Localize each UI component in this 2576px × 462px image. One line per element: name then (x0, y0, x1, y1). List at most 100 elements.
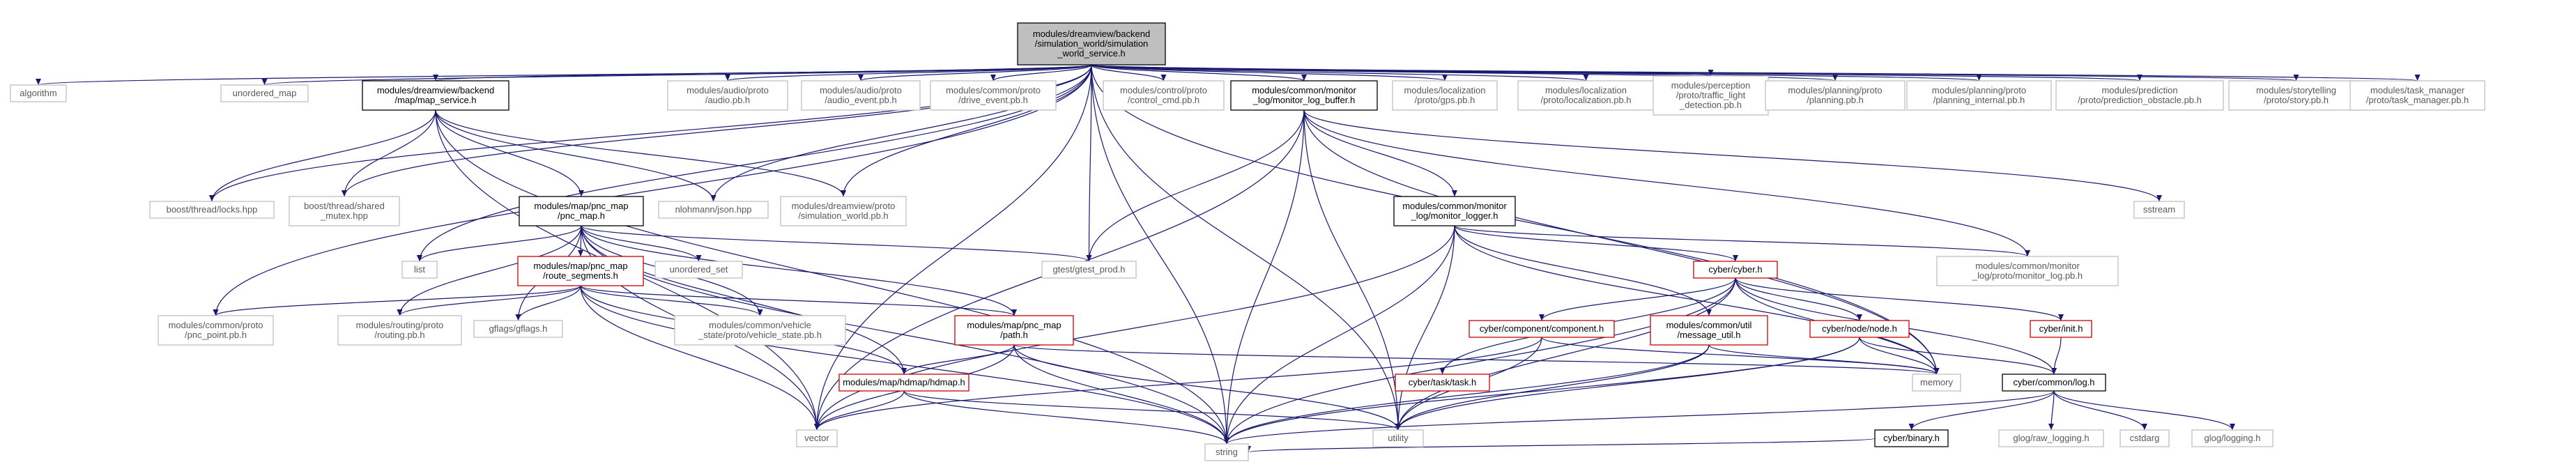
edge-n34-to-n44 (1013, 344, 1399, 431)
node-modules-prediction-proto-prediction-obstacle-pb-h: modules/prediction/proto/prediction_obst… (2055, 80, 2224, 111)
node-gtest-gtest-prod-h: gtest/gtest_prod.h (1041, 261, 1137, 279)
node-box (667, 80, 788, 111)
edge-n0-to-n19 (712, 64, 1092, 202)
node-label: boost/thread/shared (304, 201, 385, 211)
edge-n36-to-n44 (1397, 344, 1710, 431)
node-box (149, 201, 275, 219)
edge-n28-to-n31 (399, 285, 581, 316)
node-label: /message_util.h (1677, 330, 1740, 340)
node-glog-logging-h: glog/logging.h (2191, 429, 2274, 447)
edge-arrowhead (1224, 438, 1229, 444)
node-box (10, 84, 67, 102)
node-label: /simulation_world.pb.h (798, 210, 888, 221)
node-label: /pnc_point.pb.h (185, 330, 247, 340)
edge-arrowhead (342, 190, 347, 197)
edge-n22-to-n31 (399, 225, 582, 316)
node-label: string (1216, 447, 1238, 457)
edge-n29-to-n44 (1397, 277, 1736, 431)
edge-n3-to-n18 (344, 109, 436, 197)
edge-arrowhead (36, 79, 41, 85)
node-modules-map-pnc-map-path-h[interactable]: modules/map/pnc_map/path.h (954, 315, 1074, 346)
node-cyber-binary-h[interactable]: cyber/binary.h (1874, 429, 1949, 447)
node-label: /map/map_service.h (394, 95, 476, 105)
edge-n0-to-n10 (1091, 64, 1587, 82)
edge-arrowhead (696, 255, 702, 261)
edge-arrowhead (1908, 424, 1915, 430)
edge-arrowhead (578, 190, 584, 197)
node-label: /proto/traffic_light (1676, 90, 1746, 100)
edge-n36-to-n41 (1708, 344, 1938, 375)
node-box (674, 315, 846, 346)
node-gflags-gflags-h: gflags/gflags.h (473, 320, 563, 338)
node-box (1372, 429, 1424, 447)
edge-n40-to-n44 (903, 390, 1399, 431)
node-cyber-init-h[interactable]: cyber/init.h (2030, 320, 2092, 338)
node-box (1874, 429, 1949, 447)
edge-arrowhead (2156, 195, 2162, 201)
edge-n0-to-n44 (1091, 64, 1399, 431)
edge-arrowhead (2025, 250, 2030, 256)
node-modules-common-monitor-log-monitor-log-buffer-h[interactable]: modules/common/monitor_log/monitor_log_b… (1230, 80, 1378, 111)
edge-arrowhead (1976, 75, 1982, 81)
node-modules-planning-proto-planning-pb-h: modules/planning/proto/planning.pb.h (1765, 80, 1906, 111)
node-box (801, 80, 921, 111)
node-box (1650, 315, 1768, 346)
node-box (1469, 320, 1615, 338)
edge-arrowhead (209, 195, 215, 201)
node-label: utility (1388, 433, 1409, 443)
node-modules-common-util-message-util-h[interactable]: modules/common/util/message_util.h (1650, 315, 1768, 346)
node-modules-dreamview-backend-simulation-world-simulation-world-service-h[interactable]: modules/dreamview/backend/simulation_wor… (1017, 22, 1166, 66)
node-box (2030, 320, 2092, 338)
edge-n37-to-n41 (1859, 337, 1938, 375)
edge-arrowhead (901, 368, 907, 374)
edge-arrowhead (2142, 424, 2147, 430)
node-box (654, 261, 743, 279)
node-cyber-task-task-h[interactable]: cyber/task/task.h (1395, 374, 1490, 392)
edge-n22-to-n26 (581, 225, 1090, 262)
node-box (796, 429, 838, 447)
edge-arrowhead (1301, 75, 1307, 81)
edge-n36-to-n49 (1226, 344, 1710, 445)
node-label: cyber/task/task.h (1409, 377, 1477, 387)
node-modules-common-proto-pnc-point-pb-h: modules/common/proto/pnc_point.pb.h (158, 315, 274, 346)
edge-n42-to-n45 (1910, 390, 2055, 431)
node-label: _world_service.h (1057, 48, 1126, 59)
node-label: _log/monitor_log_buffer.h (1252, 95, 1355, 105)
node-box (362, 80, 509, 111)
node-box (1906, 80, 2052, 111)
edge-n22-to-n40 (581, 225, 905, 375)
edge-n37-to-n49 (1226, 337, 1860, 445)
edge-arrowhead (433, 75, 438, 81)
node-cyber-common-log-h[interactable]: cyber/common/log.h (2002, 374, 2106, 392)
node-glog-raw-logging-h: glog/raw_logging.h (1998, 429, 2104, 447)
node-label: modules/map/hdmap/hdmap.h (843, 377, 965, 387)
node-label: modules/common/proto (946, 85, 1041, 95)
node-label: /route_segments.h (543, 270, 618, 281)
node-modules-map-pnc-map-route-segments-h[interactable]: modules/map/pnc_map/route_segments.h (517, 256, 644, 286)
node-modules-map-pnc-map-pnc-map-h[interactable]: modules/map/pnc_map/pnc_map.h (519, 196, 644, 226)
node-label: modules/perception (1671, 80, 1750, 91)
node-label: modules/map/pnc_map (533, 261, 627, 271)
node-label: modules/audio/proto (687, 85, 769, 95)
edge-n34-to-n49 (1013, 344, 1227, 445)
node-modules-common-monitor-log-monitor-logger-h[interactable]: modules/common/monitor_log/monitor_logge… (1393, 196, 1516, 226)
node-label: unordered_map (233, 88, 297, 98)
header-nodes: modules/dreamview/backend/simulation_wor… (10, 22, 2485, 461)
node-label: modules/common/monitor (1975, 261, 2080, 271)
edge-n0-to-n16 (1091, 64, 2418, 82)
node-modules-map-hdmap-hdmap-h[interactable]: modules/map/hdmap/hdmap.h (838, 374, 969, 392)
edge-arrowhead (578, 250, 583, 256)
node-cyber-cyber-h[interactable]: cyber/cyber.h (1693, 261, 1778, 279)
edge-n28-to-n34 (580, 285, 1015, 316)
edge-n45-to-n49 (1248, 438, 1876, 453)
node-label: glog/raw_logging.h (2013, 433, 2089, 443)
node-cyber-node-node-h[interactable]: cyber/node/node.h (1809, 320, 1910, 338)
edge-arrowhead (1160, 75, 1167, 81)
node-label: cyber/node/node.h (1822, 323, 1897, 334)
node-modules-dreamview-backend-map-map-service-h[interactable]: modules/dreamview/backend/map/map_servic… (362, 80, 509, 111)
node-label: /drive_event.pb.h (958, 95, 1028, 105)
node-cyber-component-component-h[interactable]: cyber/component/component.h (1469, 320, 1615, 338)
node-label: /proto/gps.pb.h (1415, 95, 1475, 105)
edge-n29-to-n37 (1735, 277, 1860, 321)
edge-arrowhead (2414, 75, 2421, 81)
